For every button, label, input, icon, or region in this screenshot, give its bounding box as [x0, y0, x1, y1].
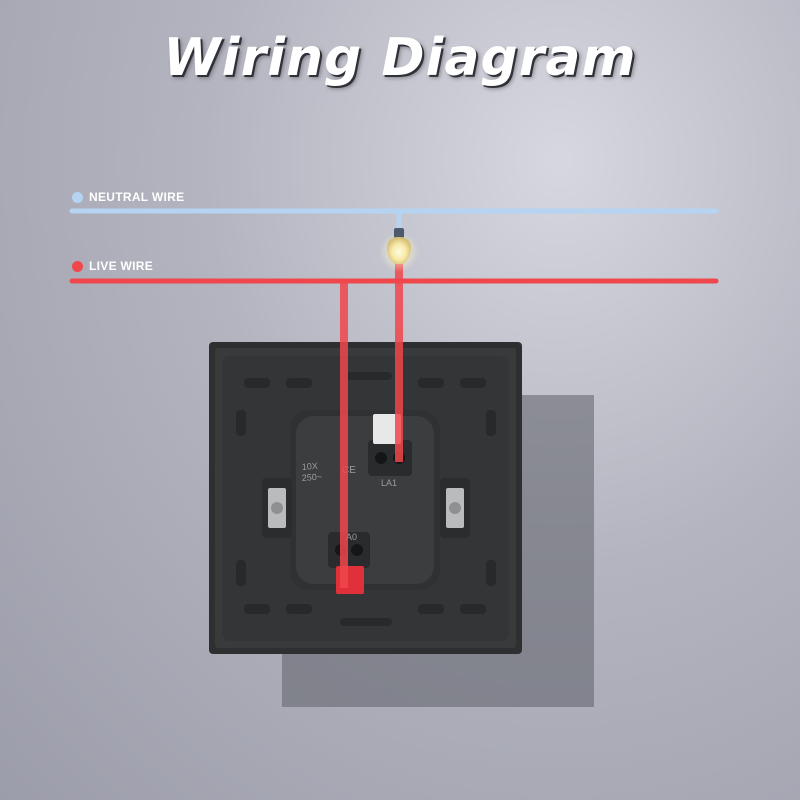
- neutral-wire-legend: NEUTRAL WIRE: [72, 190, 184, 204]
- neutral-dot-icon: [72, 191, 83, 203]
- terminal-label-bottom: A0: [346, 532, 357, 542]
- light-bulb-icon: [379, 228, 419, 272]
- terminal-label-top: LA1: [381, 478, 397, 488]
- live-wire-label: LIVE WIRE: [89, 259, 154, 273]
- neutral-wire-label: NEUTRAL WIRE: [89, 190, 185, 204]
- terminal-release-tab: [373, 414, 401, 444]
- live-wire-legend: LIVE WIRE: [72, 259, 153, 273]
- bottom-terminal: [328, 532, 370, 568]
- switch-back-icon: 10X 250~ CE LA1 A0: [209, 342, 522, 654]
- ce-mark: CE: [342, 465, 356, 476]
- right-clamp-icon: [440, 478, 470, 538]
- left-clamp-icon: [262, 478, 292, 538]
- rating-line1: 10X: [301, 461, 318, 472]
- live-dot-icon: [72, 260, 83, 272]
- top-terminal: [368, 440, 412, 476]
- page-title: Wiring Diagram: [163, 28, 637, 88]
- rating-line2: 250~: [301, 472, 322, 483]
